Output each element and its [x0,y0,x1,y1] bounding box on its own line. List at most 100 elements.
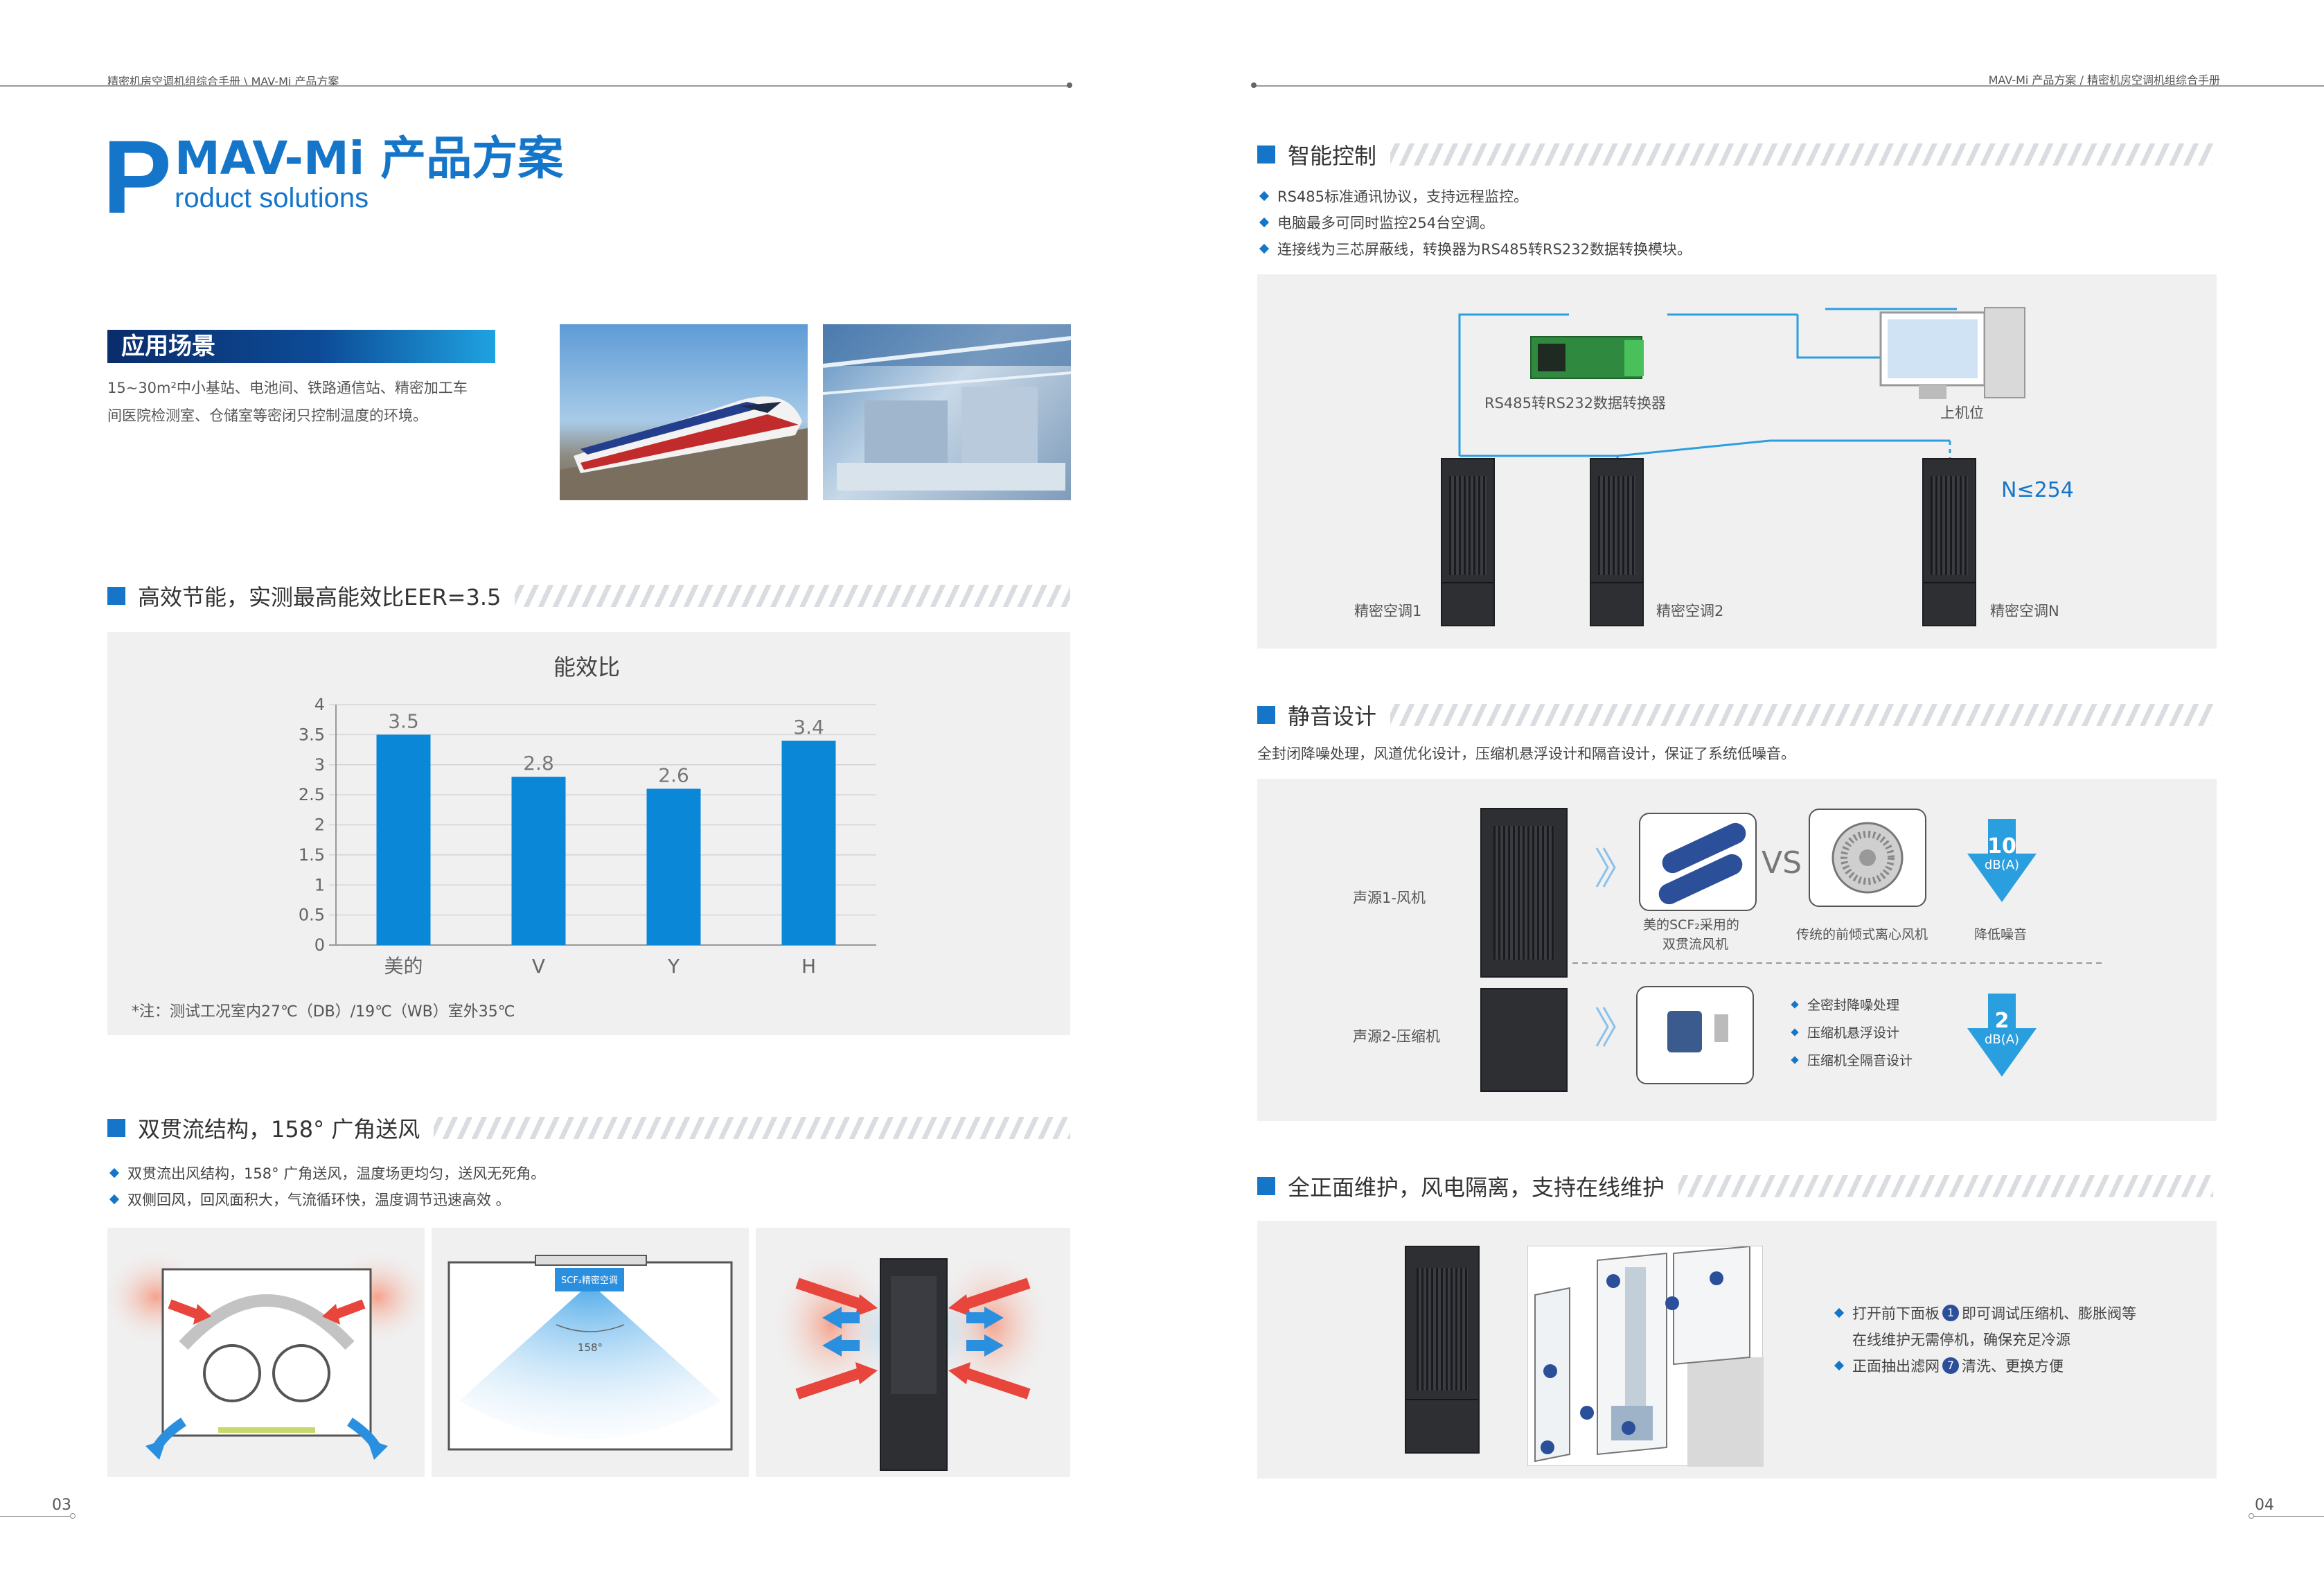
chevron-decoration [1390,704,2213,726]
right-header-rule [1254,85,2324,87]
unit-count-label: N≤254 [2001,478,2074,502]
airflow-bullet-2: 双侧回风，回风面积大，气流循环快，温度调节迅速高效 。 [109,1189,511,1210]
chart-title: 能效比 [553,654,620,680]
bullet-diamond-icon [109,1167,120,1179]
maint-line-1: 打开前下面板 1 即可调试压缩机、膨胀阀等 [1834,1303,2136,1323]
smart-bullet-3: 连接线为三芯屏蔽线，转换器为RS485转RS232数据转换模块。 [1259,238,1692,259]
efficiency-section-heading: 高效节能，实测最高能效比EER=3.5 [107,582,1070,610]
y-tick-label: 1 [314,875,325,894]
bullet-diamond-icon [1834,1307,1845,1318]
bullet-diamond-icon [1259,191,1270,202]
chevron-decoration [515,585,1070,607]
page-subtitle: roduct solutions [175,183,369,213]
bar-value-label: 3.5 [388,709,419,732]
bullet-diamond-icon [1791,1055,1799,1064]
maint-diagram-panel: 打开前下面板 1 即可调试压缩机、膨胀阀等 在线维护无需停机，确保充足冷源 正面… [1257,1221,2217,1479]
ac-unit-front-icon [1405,1246,1480,1454]
compressor-bullet-1-text: 全密封降噪处理 [1807,998,1900,1013]
smart-bullet-2-text: 电脑最多可同时监控254台空调。 [1277,215,1495,231]
bullet-diamond-icon [1259,243,1270,254]
silent-section-heading: 静音设计 [1257,701,2213,730]
airflow-diagram-wideangle: SCF₂精密空调 158° [432,1228,749,1477]
airflow-diagram-topview [100,1228,433,1477]
bar-value-label: 2.8 [523,752,554,775]
db2-value: 2 [1994,1009,2010,1033]
smart-section-heading: 智能控制 [1257,141,2213,169]
airflow-diagram-cabinet [756,1228,1070,1477]
right-breadcrumb: MAV-Mi 产品方案 / 精密机房空调机组综合手册 [1988,73,2220,87]
airflow-bullet-2-text: 双侧回风，回风面积大，气流循环快，温度调节迅速高效 。 [127,1192,511,1208]
maint-line-1-text-a: 打开前下面板 [1852,1305,1940,1322]
bullet-diamond-icon [109,1194,120,1205]
section-marker [1257,1177,1275,1195]
bullet-diamond-icon [1791,1027,1799,1036]
x-category-label: V [532,955,545,978]
train-photo [560,324,808,500]
page-number-left: 03 [52,1497,71,1514]
bullet-diamond-icon [1259,217,1270,228]
smart-heading: 智能控制 [1288,143,1377,169]
left-breadcrumb: 精密机房空调机组综合手册 \ MAV-Mi 产品方案 [107,75,339,88]
ac-unit-upper-icon [1480,808,1568,978]
ac-unit-2-icon [1590,458,1644,626]
bar-1 [511,777,566,945]
maint-line-3: 正面抽出滤网 7 清洗、更换方便 [1834,1355,2064,1376]
y-tick-label: 4 [314,695,325,714]
maint-line-1-text-b: 即可调试压缩机、膨胀阀等 [1962,1305,2136,1322]
y-tick-label: 3 [314,755,325,775]
db1-unit: dB(A) [1984,858,2020,872]
maint-line-3-text-a: 正面抽出滤网 [1852,1358,1940,1375]
y-tick-label: 2 [314,815,325,835]
left-footer-dot [70,1513,76,1519]
section-marker [1257,145,1275,164]
ac-unit-lower-icon [1480,988,1568,1092]
silent-diagram-panel: 声源1-风机 声源2-压缩机 VS 美的SCF₂采用的 双贯流风机 传统的前倾式… [1257,779,2217,1121]
airflow-heading: 双贯流结构，158° 广角送风 [138,1116,420,1143]
compressor-bullet-2-text: 压缩机悬浮设计 [1807,1025,1900,1041]
ac-unit-1-icon [1441,458,1495,626]
factory-photo [823,324,1071,500]
compressor-bullet-3-text: 压缩机全隔音设计 [1807,1053,1913,1068]
left-footer-rule [0,1516,73,1517]
exploded-view-drawing [1527,1245,1764,1467]
airflow-section-heading: 双贯流结构，158° 广角送风 [107,1114,1070,1143]
left-header-rule [0,85,1070,87]
smart-bullet-2: 电脑最多可同时监控254台空调。 [1259,212,1495,233]
application-heading-bar [107,330,495,363]
callout-7-icon: 7 [1942,1357,1959,1374]
airflow-angle-label: 158° [578,1341,603,1354]
callout-1-icon: 1 [1942,1305,1959,1321]
fan-b-label: 传统的前倾式离心风机 [1796,927,1928,942]
silent-heading: 静音设计 [1288,703,1377,730]
converter-label: RS485转RS232数据转换器 [1484,395,1667,412]
reduce-noise-label: 降低噪音 [1974,927,2028,942]
page-number-right: 04 [2255,1497,2274,1514]
x-category-label: Y [667,955,680,978]
application-text-2: 间医院检测室、仓储室等密闭只控制温度的环境。 [107,407,427,424]
airflow-bullet-1-text: 双贯流出风结构，158° 广角送风，温度场更均匀，送风无死角。 [127,1165,546,1182]
db1-value: 10 [1987,834,2016,858]
unit-1-label: 精密空调1 [1354,603,1422,619]
silent-text: 全封闭降噪处理，风道优化设计，压缩机悬浮设计和隔音设计，保证了系统低噪音。 [1257,746,1795,762]
right-header-dot [1251,82,1257,88]
vs-label: VS [1762,845,1802,881]
unit-n-label: 精密空调N [1990,603,2059,619]
maint-heading: 全正面维护，风电隔离，支持在线维护 [1288,1174,1665,1201]
x-category-label: 美的 [384,955,423,978]
compressor-bullet-1: 全密封降噪处理 [1791,995,1900,1014]
efficiency-heading: 高效节能，实测最高能效比EER=3.5 [138,584,502,610]
maint-line-3-text-b: 清洗、更换方便 [1962,1358,2064,1375]
smart-bullet-1: RS485标准通讯协议，支持远程监控。 [1259,186,1529,206]
smart-bullet-1-text: RS485标准通讯协议，支持远程监控。 [1277,188,1529,205]
maint-line-2: 在线维护无需停机，确保充足冷源 [1852,1332,2070,1348]
chevron-decoration [1678,1175,2213,1197]
y-tick-label: 1.5 [299,845,325,865]
bar-value-label: 3.4 [793,716,824,739]
smart-diagram-panel: RS485转RS232数据转换器 上机位 N≤254 精密空调1 精密空调2 精… [1257,274,2217,649]
page-title: MAV-Mi 产品方案 [175,132,564,185]
section-marker [107,1119,125,1137]
y-tick-label: 2.5 [299,785,325,804]
fan-a-line-2: 双贯流风机 [1662,937,1729,952]
